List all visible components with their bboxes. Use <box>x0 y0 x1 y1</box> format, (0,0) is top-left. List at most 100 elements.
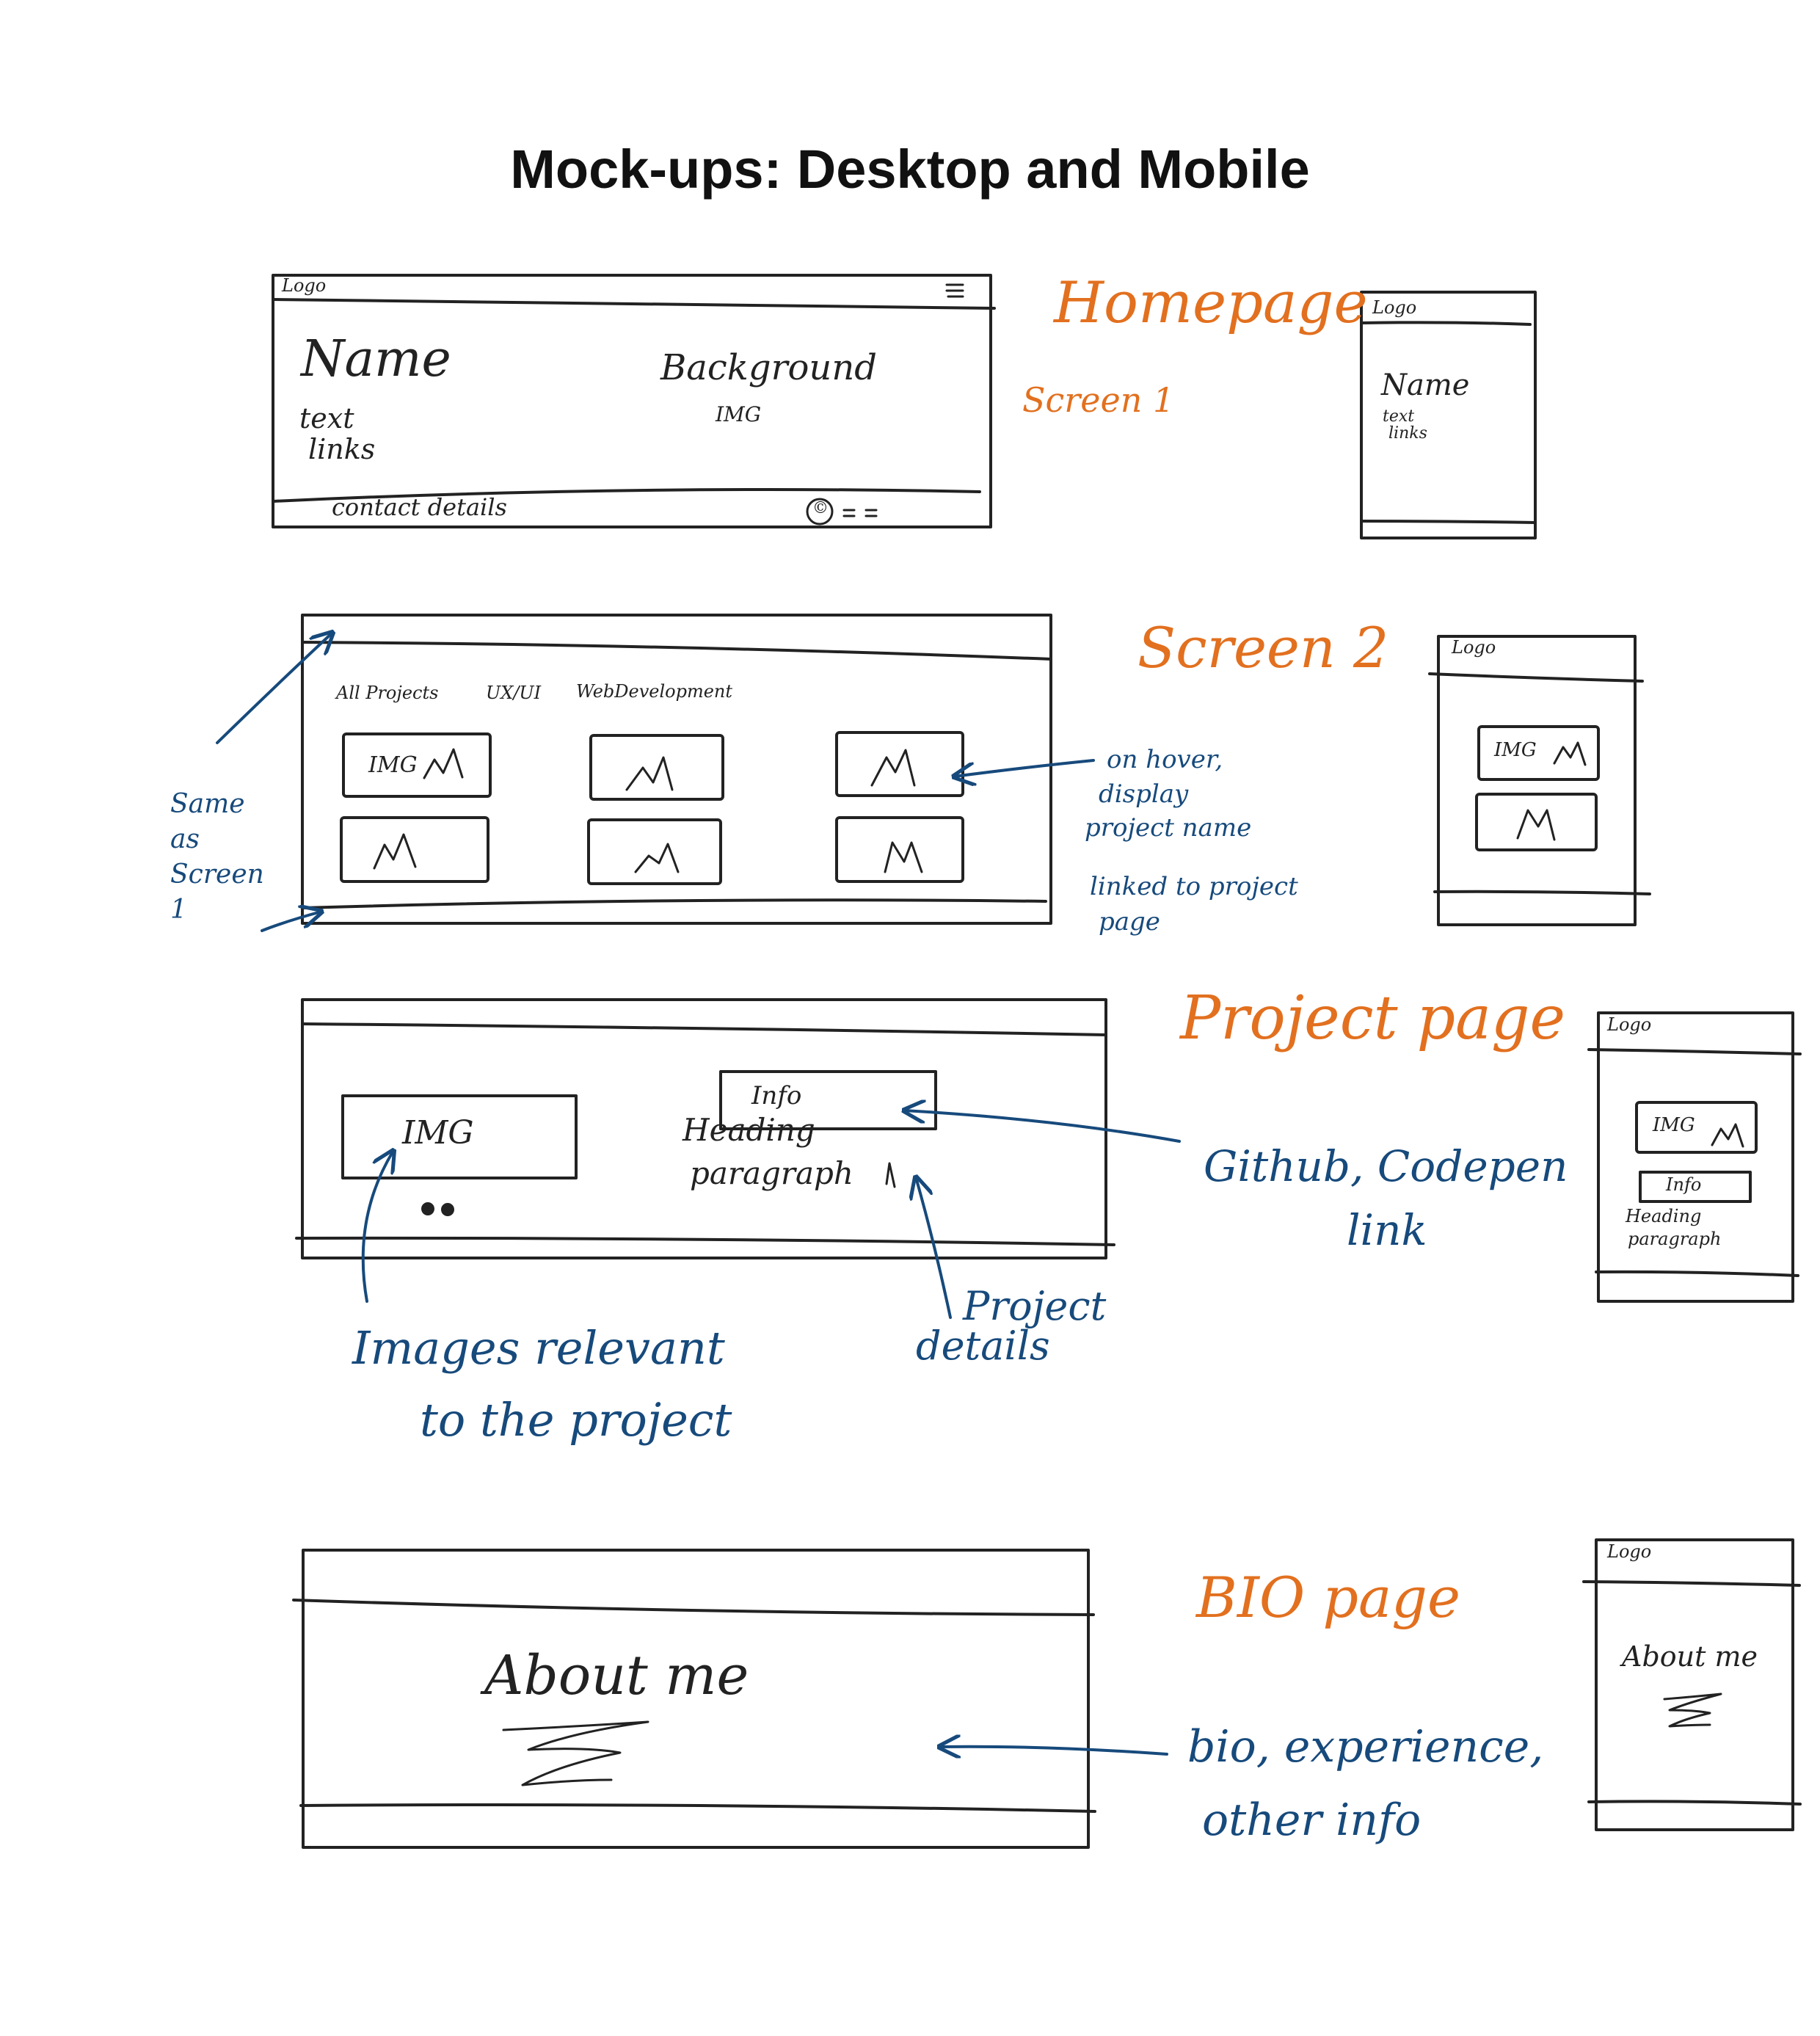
project-page-label: Project page <box>1180 984 1566 1053</box>
mobile-project-image-box <box>1635 1101 1758 1154</box>
background-text: Background <box>660 347 877 388</box>
annotation-github-codepen: Github, Codepen <box>1204 1141 1568 1191</box>
filter-web-development: WebDevelopment <box>576 681 733 702</box>
annotation-linked-to-project: linked to project <box>1090 872 1298 901</box>
mobile-about-me-heading: About me <box>1622 1640 1758 1673</box>
arrow-to-info <box>904 1110 1181 1143</box>
bio-mobile-frame <box>1595 1538 1794 1831</box>
screen2-mobile-frame <box>1437 635 1637 926</box>
carousel-dot-2 <box>441 1203 454 1216</box>
mobile-name-heading: Name <box>1381 368 1470 402</box>
annotation-project: Project <box>963 1283 1107 1329</box>
arrow-to-images <box>361 1151 393 1303</box>
annotation-on-hover: on hover, <box>1107 745 1223 774</box>
annotation-images-relevant: Images relevant <box>352 1321 725 1375</box>
project-thumb-1 <box>342 732 492 798</box>
arrow-to-footer <box>261 912 321 932</box>
homepage-desktop-footer-line <box>272 487 981 503</box>
project-image-box <box>341 1094 578 1179</box>
carousel-dot-1 <box>421 1202 434 1215</box>
bio-mobile-header-line <box>1582 1580 1801 1587</box>
mobile-thumb-img-label: IMG <box>1494 739 1537 761</box>
project-mobile-header-line <box>1587 1048 1802 1055</box>
screen1-label: Screen 1 <box>1022 380 1175 420</box>
screen2-mobile-footer-line <box>1433 890 1651 895</box>
copyright-text: © <box>812 499 829 517</box>
homepage-desktop-frame <box>272 274 992 528</box>
project-mobile-logo: Logo <box>1607 1014 1652 1035</box>
bio-desktop-frame <box>302 1549 1090 1849</box>
arrow-to-details <box>916 1177 952 1319</box>
screen2-desktop-header-line <box>301 641 1052 661</box>
hamburger-icon <box>945 283 964 298</box>
project-thumb-5 <box>587 818 722 885</box>
arrow-to-thumb <box>954 759 1095 777</box>
annotation-to-the-project: to the project <box>420 1393 732 1447</box>
bio-mobile-logo: Logo <box>1607 1541 1652 1562</box>
copyright-icon <box>806 498 834 526</box>
annotation-other-info: other info <box>1202 1795 1422 1846</box>
mobile-intro-text: text <box>1383 407 1415 426</box>
mobile-project-mountain-icon <box>1711 1123 1744 1148</box>
contact-details-text: contact details <box>332 493 507 521</box>
arrow-to-bio <box>939 1747 1168 1754</box>
annotation-bio-experience: bio, experience, <box>1187 1721 1544 1773</box>
annotation-same-as-screen1: Same as Screen 1 <box>170 789 264 925</box>
mobile-project-thumb-2 <box>1475 793 1598 851</box>
bio-mobile-footer-line <box>1587 1800 1802 1806</box>
bio-page-label: BIO page <box>1196 1565 1460 1630</box>
homepage-mobile-frame <box>1360 291 1537 539</box>
mountain-icon-group <box>373 748 923 873</box>
page-title: Mock-ups: Desktop and Mobile <box>510 139 1310 200</box>
mobile-bio-scribble <box>1663 1693 1722 1728</box>
mobile-links-text: links <box>1388 424 1427 443</box>
project-info-label: Info <box>751 1081 802 1110</box>
project-thumb-4 <box>340 816 489 883</box>
footer-social-icons <box>842 509 878 517</box>
mobile-project-heading: Heading <box>1626 1206 1702 1226</box>
background-img-text: IMG <box>716 402 762 426</box>
mobile-project-img-label: IMG <box>1653 1114 1695 1136</box>
screen2-mobile-header-line <box>1428 672 1644 683</box>
annotation-link: link <box>1347 1205 1427 1255</box>
bio-text-scribble <box>502 1720 649 1786</box>
annotation-display: display <box>1099 779 1189 809</box>
name-heading: Name <box>301 330 451 388</box>
mobile-project-info-label: Info <box>1666 1174 1702 1195</box>
annotation-project-name: project name <box>1085 813 1252 843</box>
cursor-mark <box>885 1162 896 1188</box>
annotation-page: page <box>1099 907 1160 937</box>
mobile-project-paragraph: paragraph <box>1628 1229 1722 1249</box>
arrow-to-header <box>216 633 332 744</box>
about-me-heading: About me <box>484 1644 749 1707</box>
project-desktop-header-line <box>301 1022 1107 1036</box>
bio-desktop-header-line <box>292 1599 1095 1616</box>
mobile-project-info-box <box>1639 1171 1752 1203</box>
links-text: links <box>308 433 376 465</box>
homepage-mobile-footer-line <box>1360 520 1537 524</box>
project-mobile-frame <box>1597 1011 1794 1303</box>
annotation-details: details <box>916 1323 1050 1369</box>
homepage-label: Homepage <box>1054 270 1368 336</box>
screen2-desktop-footer-line <box>301 898 1047 909</box>
screen2-label: Screen 2 <box>1138 615 1389 680</box>
project-thumb-6 <box>835 816 964 883</box>
logo-label: Logo <box>282 275 327 296</box>
project-desktop-footer-line <box>295 1236 1115 1246</box>
project-img-label: IMG <box>402 1114 474 1152</box>
homepage-mobile-header-line <box>1360 321 1532 326</box>
project-thumb-2 <box>589 734 724 801</box>
intro-text: text <box>299 402 354 435</box>
project-info-box <box>719 1070 937 1130</box>
bio-desktop-footer-line <box>299 1803 1096 1813</box>
mobile-mountain-icons <box>1516 741 1587 841</box>
project-paragraph-label: paragraph <box>690 1155 853 1191</box>
filter-all-projects: All Projects <box>336 683 439 703</box>
project-heading-label: Heading <box>682 1112 815 1148</box>
mobile-logo-label: Logo <box>1372 297 1417 318</box>
thumb-img-label: IMG <box>368 752 418 778</box>
mobile-project-thumb-1 <box>1477 725 1600 781</box>
screen2-desktop-frame <box>301 614 1052 925</box>
